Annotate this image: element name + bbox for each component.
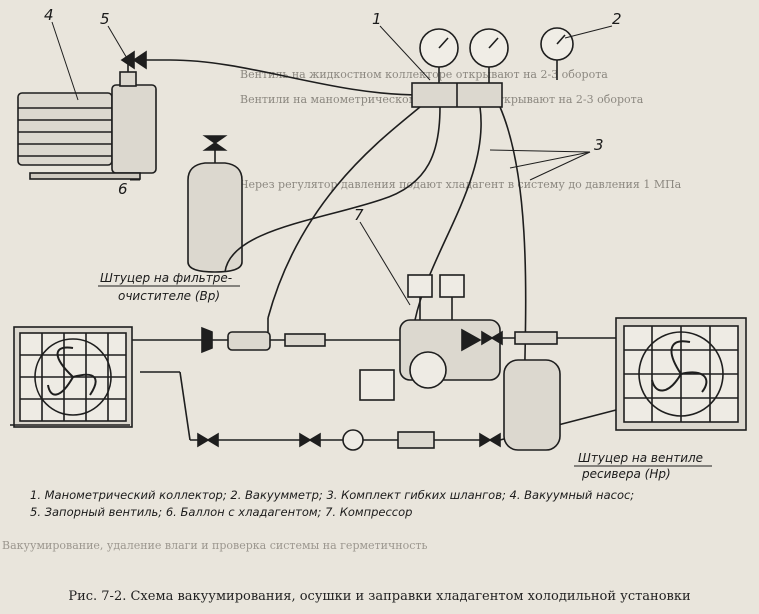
fitting-notes: Штуцер на фильтре- очистителе (Вр) Штуце… [98,271,712,481]
hose-bottle-to-manifold [224,106,441,273]
flex-pipe-right [514,331,558,345]
figure-caption: Рис. 7-2. Схема вакуумирования, осушки и… [68,589,691,604]
refrigerant-bottle [187,135,243,273]
hose-pump-to-manifold [169,59,421,96]
label-6: 6 [118,180,128,198]
bg-text-line-3: Через регулятор давления подают хладаген… [240,178,682,191]
evaporator-right [615,317,747,431]
label-3: 3 [594,136,604,154]
receiver-note-line-1: Штуцер на вентиле [578,451,703,465]
bg-text-line-1: Вентиль на жидкостном коллекторе открыва… [240,68,608,81]
line-valves [197,326,503,451]
label-7: 7 [354,206,364,224]
label-5: 5 [100,10,110,28]
compressor [359,274,501,401]
label-2: 2 [612,10,622,28]
hose-manifold-to-filter [267,106,421,319]
flex-pipe-left [284,333,326,347]
label-1: 1 [372,10,382,28]
legend-line-1: 1. Манометрический коллектор; 2. Вакуумм… [30,488,635,502]
manifold-gauges [411,27,574,108]
label-4: 4 [44,6,54,24]
filter-note-line-1: Штуцер на фильтре- [100,271,232,285]
receiver [503,359,561,451]
leader-lines [51,21,613,306]
part-labels: 4 5 1 2 3 6 7 [44,6,622,224]
receiver-note-line-2: ресивера (Нр) [581,467,671,481]
condenser-left [13,326,133,428]
legend: 1. Манометрический коллектор; 2. Вакуумм… [30,487,730,521]
filter-note-line-2: очистителе (Вр) [118,289,220,303]
filter-dryer [227,318,271,351]
vacuum-pump [17,71,157,180]
legend-line-2: 5. Запорный вентиль; 6. Баллон с хладаге… [30,505,413,519]
bg-text-bottom: Вакуумирование, удаление влаги и проверк… [2,539,428,552]
shutoff-valve [120,50,170,72]
